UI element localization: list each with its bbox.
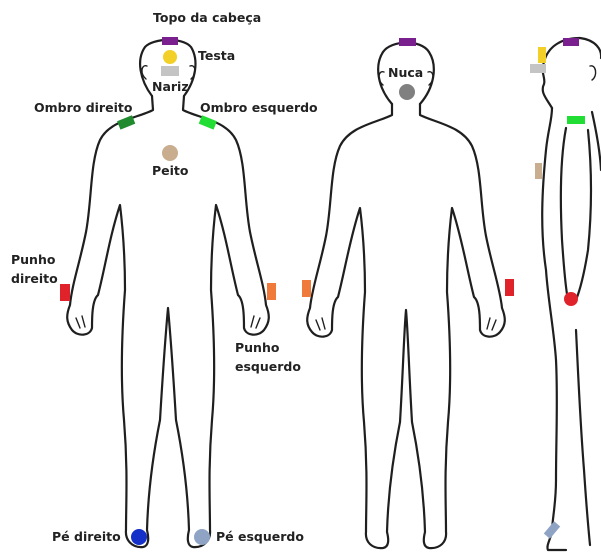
back-hand-left-detail [487,318,496,330]
front-hand-left-detail [251,316,260,328]
sensor-nariz-front [161,66,179,76]
sensor-ombro-esquerdo-side [567,116,585,124]
sensor-pe-esquerdo-front [194,529,210,545]
sensor-nariz-side [530,64,546,73]
label-punho-direito-line1: Punho [11,252,56,267]
sensor-punho-direito-front [60,284,70,301]
sensor-testa-side [538,47,546,63]
sensor-punho-direito-side [564,292,578,306]
side-body-front-outline [542,108,557,532]
label-ombro-esquerdo: Ombro esquerdo [200,100,318,115]
label-punho-esquerdo-line1: Punho [235,340,280,355]
side-leg-outline [576,330,590,545]
side-head-outline [543,38,601,108]
sensor-punho-esquerdo-front [267,283,276,300]
sensor-peito-side [535,163,542,179]
sensor-pe-esquerdo-side [544,521,560,538]
side-ear [590,66,596,80]
sensor-peito-front [162,145,178,161]
label-pe-direito: Pé direito [52,529,121,544]
sensor-nuca-back [399,84,415,100]
label-pe-esquerdo: Pé esquerdo [216,529,304,544]
back-hand-right-detail [316,318,325,330]
sensor-punho-direito-back [302,280,311,297]
label-peito: Peito [152,163,189,178]
sensor-punho-esquerdo-back [505,279,514,296]
sensor-topo-cabeca-back [399,38,416,46]
label-nariz: Nariz [152,79,189,94]
back-body-figure [307,43,505,548]
sensor-ombro-esquerdo-front [199,115,217,129]
label-ombro-direito: Ombro direito [34,100,133,115]
label-nuca: Nuca [388,65,423,80]
front-hand-right-detail [76,316,85,328]
sensor-pe-direito-front [131,529,147,545]
label-punho-direito-line2: direito [11,271,58,286]
side-arm-back-outline [576,130,591,300]
front-body-figure [67,40,269,547]
sensor-testa-front [163,50,177,64]
sensor-topo-cabeca-side [563,38,579,46]
side-body-back-outline [592,112,601,170]
sensor-ombro-direito-front [117,115,135,129]
label-punho-esquerdo-line2: esquerdo [235,359,301,374]
label-topo-cabeca: Topo da cabeça [153,10,261,25]
back-body-outline [307,104,505,548]
label-testa: Testa [198,48,235,63]
side-arm-outline [561,128,568,300]
sensor-topo-cabeca-front [162,37,178,45]
